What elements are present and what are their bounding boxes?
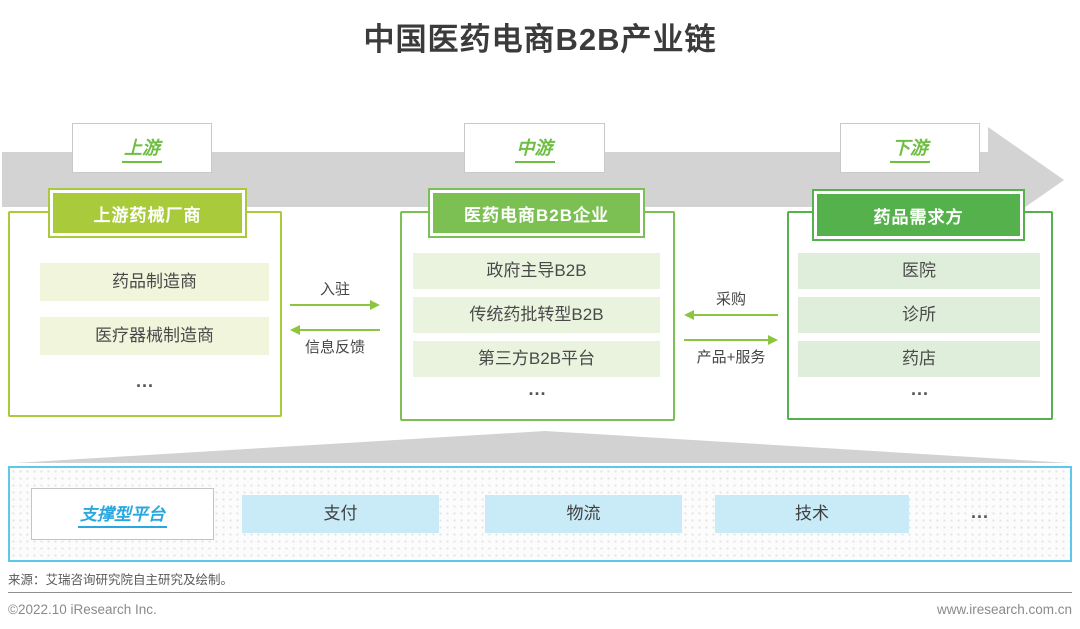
stage-label-midstream: 中游	[464, 123, 605, 173]
source-note: 来源：艾瑞咨询研究院自主研究及绘制。	[8, 573, 234, 587]
support-item-technology: 技术	[715, 495, 909, 533]
group-header-box: 上游药械厂商	[48, 188, 247, 238]
group-item: 传统药批转型B2B	[413, 297, 660, 333]
group-drug-demand-side: 药品需求方 医院 诊所 药店 ...	[787, 189, 1053, 420]
arrow-left-icon	[290, 325, 380, 335]
group-header-label: 医药电商B2B企业	[433, 193, 640, 233]
website-url: www.iresearch.com.cn	[936, 602, 1072, 617]
group-item: 药品制造商	[40, 263, 269, 301]
group-b2b-companies: 医药电商B2B企业 政府主导B2B 传统药批转型B2B 第三方B2B平台 ...	[400, 188, 675, 421]
group-more-ellipsis: ...	[135, 371, 154, 391]
arrow-right-icon	[684, 335, 778, 345]
flow-forward-label: 入驻	[319, 281, 350, 298]
chain-arrow-shape	[2, 127, 1064, 233]
support-platform-label: 支撑型平台	[78, 500, 167, 528]
support-platform-band: 支撑型平台 支付 物流 技术 ...	[8, 466, 1072, 562]
group-item: 第三方B2B平台	[413, 341, 660, 377]
support-platform-label-box: 支撑型平台	[31, 488, 214, 540]
stage-label-downstream: 下游	[840, 123, 980, 173]
stage-label-upstream-text: 上游	[122, 134, 162, 163]
flow-midstream-downstream: 采购 产品+服务	[682, 288, 780, 370]
stage-label-upstream: 上游	[72, 123, 212, 173]
support-item-payment: 支付	[242, 495, 439, 533]
flow-backward-label: 采购	[715, 291, 746, 308]
group-item: 医疗器械制造商	[40, 317, 269, 355]
page-title: 中国医药电商B2B产业链	[363, 22, 717, 57]
support-more-ellipsis: ...	[970, 502, 989, 522]
support-funnel-shape	[14, 431, 1070, 463]
copyright-text: ©2022.10 iResearch Inc.	[8, 602, 157, 617]
arrow-right-icon	[290, 300, 380, 310]
support-item-logistics: 物流	[485, 495, 682, 533]
flow-upstream-midstream: 入驻 信息反馈	[288, 278, 382, 358]
group-more-ellipsis: ...	[910, 379, 929, 399]
group-item: 医院	[798, 253, 1040, 289]
group-upstream-manufacturers: 上游药械厂商 药品制造商 医疗器械制造商 ...	[8, 188, 282, 417]
arrow-left-icon	[684, 310, 778, 320]
group-header-box: 医药电商B2B企业	[428, 188, 645, 238]
group-item: 政府主导B2B	[413, 253, 660, 289]
group-header-label: 药品需求方	[817, 194, 1020, 236]
footer-divider	[8, 592, 1072, 593]
group-item: 药店	[798, 341, 1040, 377]
stage-label-midstream-text: 中游	[514, 134, 555, 163]
flow-forward-label: 产品+服务	[696, 349, 766, 366]
flow-backward-label: 信息反馈	[304, 339, 365, 356]
stage-label-downstream-text: 下游	[890, 134, 930, 163]
group-header-label: 上游药械厂商	[53, 193, 242, 233]
group-more-ellipsis: ...	[528, 379, 547, 399]
group-item: 诊所	[798, 297, 1040, 333]
group-header-box: 药品需求方	[812, 189, 1025, 241]
